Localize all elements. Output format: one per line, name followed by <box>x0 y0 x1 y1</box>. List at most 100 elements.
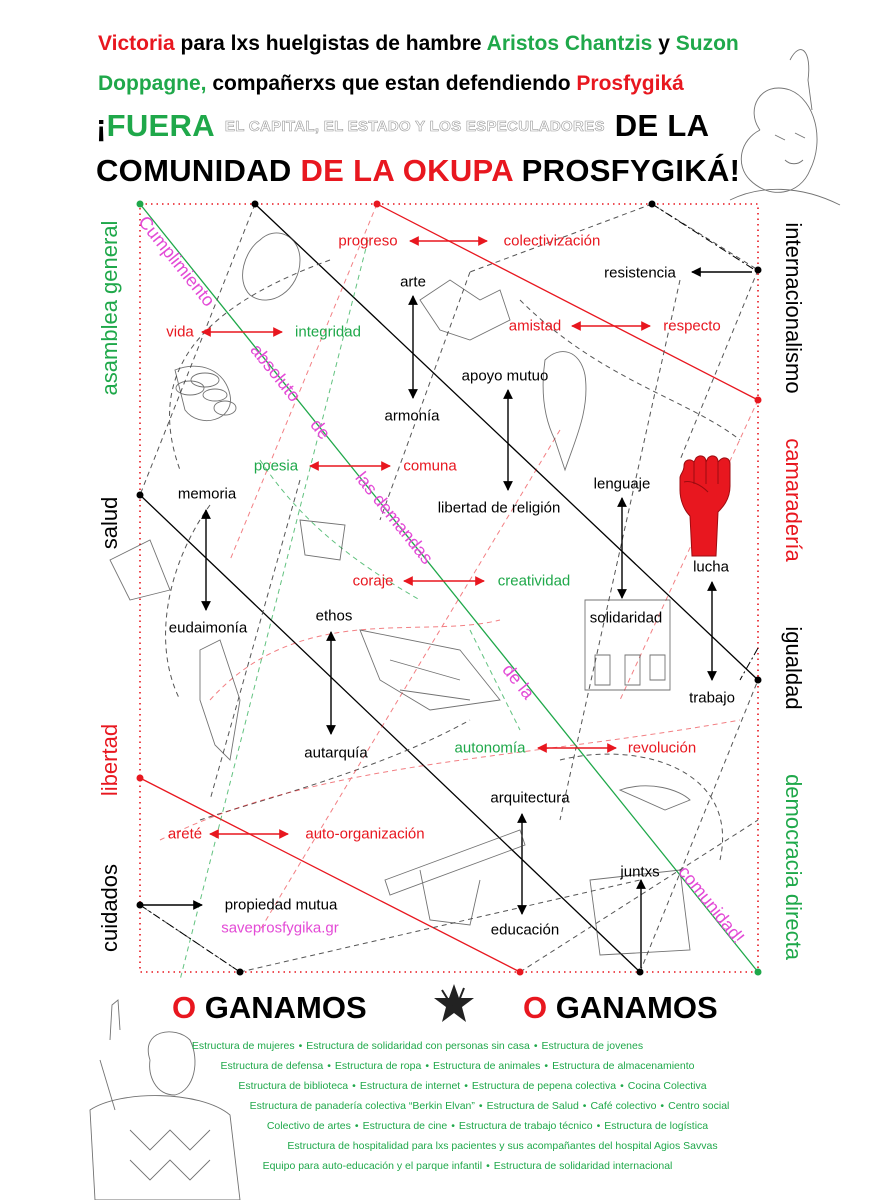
bullet-separator: • <box>596 1120 601 1132</box>
node-apoyo-mutuo: apoyo mutuo <box>461 367 549 385</box>
side-label-left: libertad <box>97 723 122 797</box>
node-lucha: lucha <box>693 558 729 576</box>
side-label-right: internacionalismo <box>781 222 806 394</box>
bullet-separator: • <box>298 1040 303 1052</box>
fuera-de-la: DE LA <box>614 108 710 143</box>
ganamos-right: O GANAMOS <box>523 990 718 1025</box>
node-arete: areté <box>167 825 203 843</box>
structure-item: Estructura de animales <box>433 1060 541 1072</box>
fist-icon <box>679 455 731 557</box>
portrait-sketch-bottom <box>89 999 241 1200</box>
header-run: compañerxs que estan defendiendo <box>206 72 577 95</box>
structure-item: Estructura de panadería colectiva “Berki… <box>249 1100 475 1112</box>
header-run: Victoria <box>98 32 175 55</box>
node-libertad-religion: libertad de religión <box>437 499 561 517</box>
bullet-separator: • <box>451 1120 455 1132</box>
fuera-small: EL CAPITAL, EL ESTADO Y LOS ESPECULADORE… <box>224 117 605 135</box>
node-lenguaje: lenguaje <box>593 475 651 493</box>
structure-item: Estructura de internet <box>359 1080 461 1092</box>
node-armonia: armonía <box>384 407 440 425</box>
bullet-separator: • <box>464 1080 468 1092</box>
website-link[interactable]: saveprosfygika.gr <box>221 919 339 937</box>
header-run: Aristos Chantzis <box>486 32 653 55</box>
diag-black-2 <box>139 494 641 973</box>
bullet-separator: • <box>660 1100 665 1112</box>
diag-red-2 <box>139 777 521 973</box>
structure-item: Estructura de solidaridad con personas s… <box>306 1040 530 1052</box>
bullet-separator: • <box>486 1160 490 1172</box>
node-autarquia: autarquía <box>304 744 368 762</box>
node-trabajo: trabajo <box>689 689 735 707</box>
structure-item: Estructura de almacenamiento <box>552 1060 695 1072</box>
structure-item: Equipo para auto-educación y el parque i… <box>262 1160 483 1172</box>
node-arquitectura: arquitectura <box>490 789 570 807</box>
structure-item: Estructura de cine <box>362 1120 448 1132</box>
bullet-separator: • <box>478 1100 483 1112</box>
structures-row: Estructura de mujeres•Estructura de soli… <box>0 1040 865 1052</box>
side-label-right: camaradería <box>781 438 806 562</box>
node-comuna: comuna <box>403 457 457 475</box>
node-poesia: poesia <box>253 457 299 475</box>
header-run: para lxs huelgistas de hambre <box>174 32 487 55</box>
bullet-separator: • <box>582 1100 587 1112</box>
node-auto-organizacion: auto-organización <box>305 825 425 843</box>
structure-item: Estructura de hospitalidad para lxs paci… <box>287 1140 718 1152</box>
bullet-separator: • <box>533 1040 538 1052</box>
node-autonomia: autonomía <box>454 739 526 757</box>
bullet-separator: • <box>544 1060 549 1072</box>
structures-row: Estructura de hospitalidad para lxs paci… <box>55 1140 895 1152</box>
node-creatividad: creatividad <box>497 572 571 590</box>
node-memoria: memoria <box>177 485 237 503</box>
side-label-right: democracia directa <box>781 774 806 960</box>
structure-item: Café colectivo <box>590 1100 657 1112</box>
star-icon <box>434 984 474 1022</box>
structure-item: Estructura de trabajo técnico <box>458 1120 593 1132</box>
node-juntxs: juntxs <box>620 863 660 881</box>
node-arte: arte <box>400 273 426 291</box>
bullet-separator: • <box>352 1080 356 1092</box>
header-line-1: Victoria para lxs huelgistas de hambre A… <box>98 32 739 56</box>
node-eudaimonia: eudaimonía <box>168 619 248 637</box>
node-vida: vida <box>166 323 194 341</box>
node-colectivizacion: colectivización <box>503 232 601 250</box>
structures-row: Colectivo de artes•Estructura de cine•Es… <box>40 1120 895 1132</box>
structure-item: Estructura de ropa <box>334 1060 422 1072</box>
bullet-separator: • <box>620 1080 624 1092</box>
side-label-right: igualdad <box>781 626 806 710</box>
side-label-left: salud <box>97 496 122 550</box>
structure-item: Cocina Colectiva <box>627 1080 707 1092</box>
side-label-left: cuidados <box>97 863 122 953</box>
structure-item: Estructura de Salud <box>486 1100 579 1112</box>
header-run: y <box>652 32 676 55</box>
bullet-separator: • <box>425 1060 429 1072</box>
bullet-separator: • <box>354 1120 359 1132</box>
header-run: Suzon <box>675 32 739 55</box>
header-run: Prosfygiká <box>576 72 684 95</box>
node-propiedad-mutua: propiedad mutua <box>224 896 338 914</box>
header-line-3: ¡FUERA EL CAPITAL, EL ESTADO Y LOS ESPEC… <box>96 108 709 144</box>
node-coraje: coraje <box>352 572 394 590</box>
node-resistencia: resistencia <box>604 264 676 282</box>
ganamos-left: O GANAMOS <box>172 990 367 1025</box>
node-integridad: integridad <box>295 323 361 341</box>
header-run: Doppagne, <box>98 72 207 95</box>
frame <box>139 203 759 973</box>
header-line-4: COMUNIDAD DE LA OKUPA PROSFYGIKÁ! <box>96 153 741 188</box>
structure-item: Centro social <box>668 1100 730 1112</box>
node-solidaridad: solidaridad <box>589 609 663 627</box>
structures-row: Estructura de biblioteca•Estructura de i… <box>25 1080 895 1092</box>
structure-item: Estructura de biblioteca <box>238 1080 349 1092</box>
structure-item: Estructura de defensa <box>220 1060 324 1072</box>
structures-row: Estructura de defensa•Estructura de ropa… <box>10 1060 895 1072</box>
structure-item: Colectivo de artes <box>266 1120 351 1132</box>
node-progreso: progreso <box>338 232 398 250</box>
node-educacion: educación <box>490 921 560 939</box>
fuera-word: FUERA <box>106 108 215 143</box>
node-revolucion: revolución <box>627 739 697 757</box>
bullet-separator: • <box>327 1060 331 1072</box>
structure-item: Estructura de solidaridad internacional <box>493 1160 673 1172</box>
structure-item: Estructura de jovenes <box>541 1040 644 1052</box>
node-amistad: amistad <box>508 317 562 335</box>
structure-item: Estructura de logística <box>604 1120 709 1132</box>
